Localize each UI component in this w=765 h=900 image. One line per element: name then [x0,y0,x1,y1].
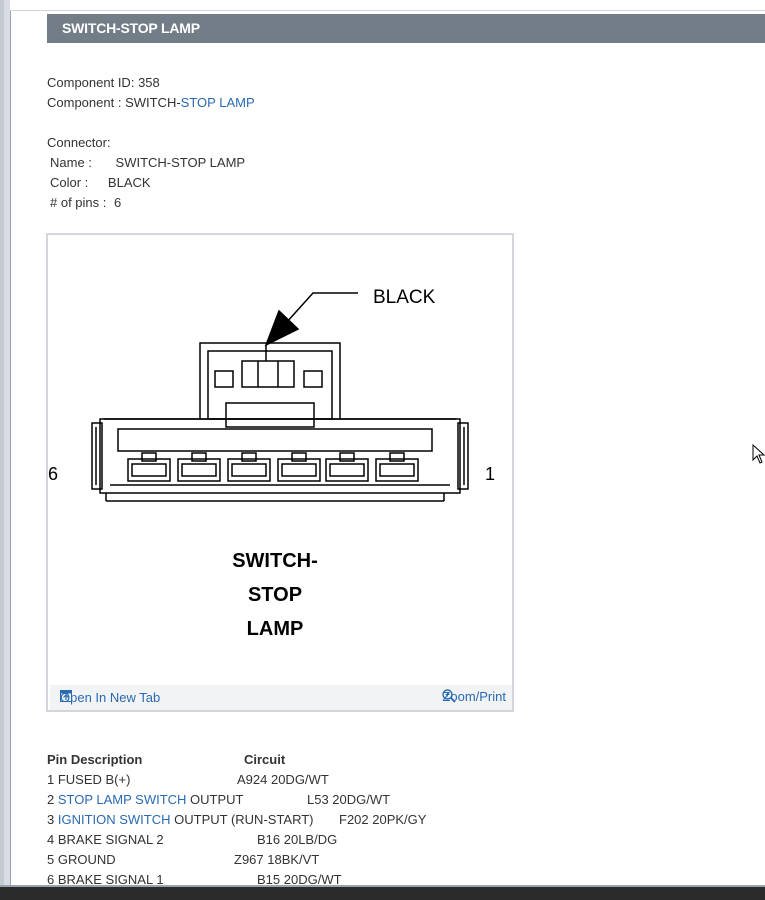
pin-description-text: 2 [47,792,58,807]
window-bottom-edge [0,885,765,900]
open-in-new-tab-label: Open In New Tab [60,690,161,705]
pin-component-link[interactable]: IGNITION SWITCH [57,812,171,827]
component-id-line: Component ID: 358 [47,73,160,93]
connector-name-value: SWITCH-STOP LAMP [115,155,246,170]
pin-circuit: A924 20DG/WT [237,772,329,787]
pin-cavity [277,458,321,482]
component-name-link[interactable]: STOP LAMP [180,95,255,110]
pin-description-header: Pin Description [47,752,143,767]
pin-cavity [375,458,419,482]
connector-pins-label: # of pins : [50,195,107,210]
open-new-tab-icon [60,690,72,702]
pin-description-text: 1 FUSED B(+) [47,772,131,787]
pin-contact [281,463,317,477]
pin-row: 3 IGNITION SWITCH OUTPUT (RUN-START) F202… [47,810,567,830]
pin-description: 6 BRAKE SIGNAL 1 [47,870,164,890]
pin-description: 1 FUSED B(+) [47,770,130,790]
pin-row: 2 STOP LAMP SWITCH OUTPUT L53 20DG/WT [47,790,567,810]
pin-row: 4 BRAKE SIGNAL 2 B16 20LB/DG [47,830,567,850]
component-id-label: Component ID: [47,75,135,90]
pin-terminal [141,452,157,462]
pin-description-suffix: OUTPUT [186,792,244,807]
connector-name-line: Name : SWITCH-STOP LAMP [50,153,245,173]
connector-title: Connector: [47,135,111,150]
connector-diagram-card: BLACK 6 1 SWITCH- STOP LAMP Open In New … [46,233,514,712]
component-id-value: 358 [138,75,160,90]
pin-contact [329,463,365,477]
connector-color-line: Color : BLACK [50,173,151,193]
caption-line-1: SWITCH- [232,550,318,572]
pin-description-suffix: OUTPUT (RUN-START) [170,812,314,827]
connector-name-label: Name : [50,155,92,170]
connector-diagram: BLACK 6 1 SWITCH- STOP LAMP [48,287,495,640]
circuit-header: Circuit [244,752,286,767]
pin-row: 5 GROUND Z967 18BK/VT [47,850,567,870]
pin-circuit: Z967 18BK/VT [234,852,320,867]
pin-terminal [339,452,355,462]
page-title: SWITCH-STOP LAMP [47,14,765,43]
component-name-label: Component : [47,95,122,110]
pin-contact [231,463,267,477]
pin-description: 5 GROUND [47,850,116,870]
pin-contact [131,463,167,477]
pin-cavity [127,458,171,482]
pin-description: 4 BRAKE SIGNAL 2 [47,830,164,850]
pin-terminal [389,452,405,462]
component-name-line: Component : SWITCH-STOP LAMP [47,93,255,113]
pin-description-text: 3 [47,812,58,827]
caption-line-2: STOP [248,584,302,606]
pin-row: 1 FUSED B(+) A924 20DG/WT [47,770,567,790]
component-name-prefix: SWITCH- [125,95,181,110]
pin-component-link[interactable]: STOP LAMP SWITCH [57,792,187,807]
connector-color-label: Color : [50,175,89,190]
pin-contact [379,463,415,477]
pin-circuit: F202 20PK/GY [339,812,427,827]
pin-terminal [191,452,207,462]
pin-circuit: L53 20DG/WT [307,792,391,807]
pin-terminal [241,452,257,462]
window-left-border [0,0,11,900]
pin-description: 2 STOP LAMP SWITCH OUTPUT [47,790,244,810]
pin-cavity [325,458,369,482]
pin-description-text: 6 BRAKE SIGNAL 1 [47,872,164,887]
pin-description-text: 4 BRAKE SIGNAL 2 [47,832,164,847]
pin-description-text: 5 GROUND [47,852,116,867]
pin-description: 3 IGNITION SWITCH OUTPUT (RUN-START) [47,810,314,830]
connector-color-value: BLACK [107,175,151,190]
magnifier-icon [442,689,457,703]
pin-row: 6 BRAKE SIGNAL 1 B15 20DG/WT [47,870,567,890]
top-toolbar-strip [10,0,765,11]
pin-terminal [291,452,307,462]
connector-pins-line: # of pins : 6 [50,193,121,213]
color-callout: BLACK [373,287,436,308]
pin-cavity [177,458,221,482]
diagram-footer: Open In New Tab Zoom/Print [50,685,512,710]
pin-label-left: 6 [48,464,58,484]
arrow-head [264,309,300,347]
pin-circuit: B15 20DG/WT [257,872,342,887]
pin-contact [181,463,217,477]
caption-line-3: LAMP [247,618,304,640]
pin-cavity [227,458,271,482]
zoom-print-label: Zoom/Print [442,689,506,704]
zoom-print-link[interactable]: Zoom/Print [442,689,506,704]
pin-circuit: B16 20LB/DG [257,832,338,847]
mouse-cursor-icon [752,444,765,464]
connector-pins-value: 6 [114,195,122,210]
open-in-new-tab-link[interactable]: Open In New Tab [60,690,160,705]
pin-label-right: 1 [485,464,495,484]
